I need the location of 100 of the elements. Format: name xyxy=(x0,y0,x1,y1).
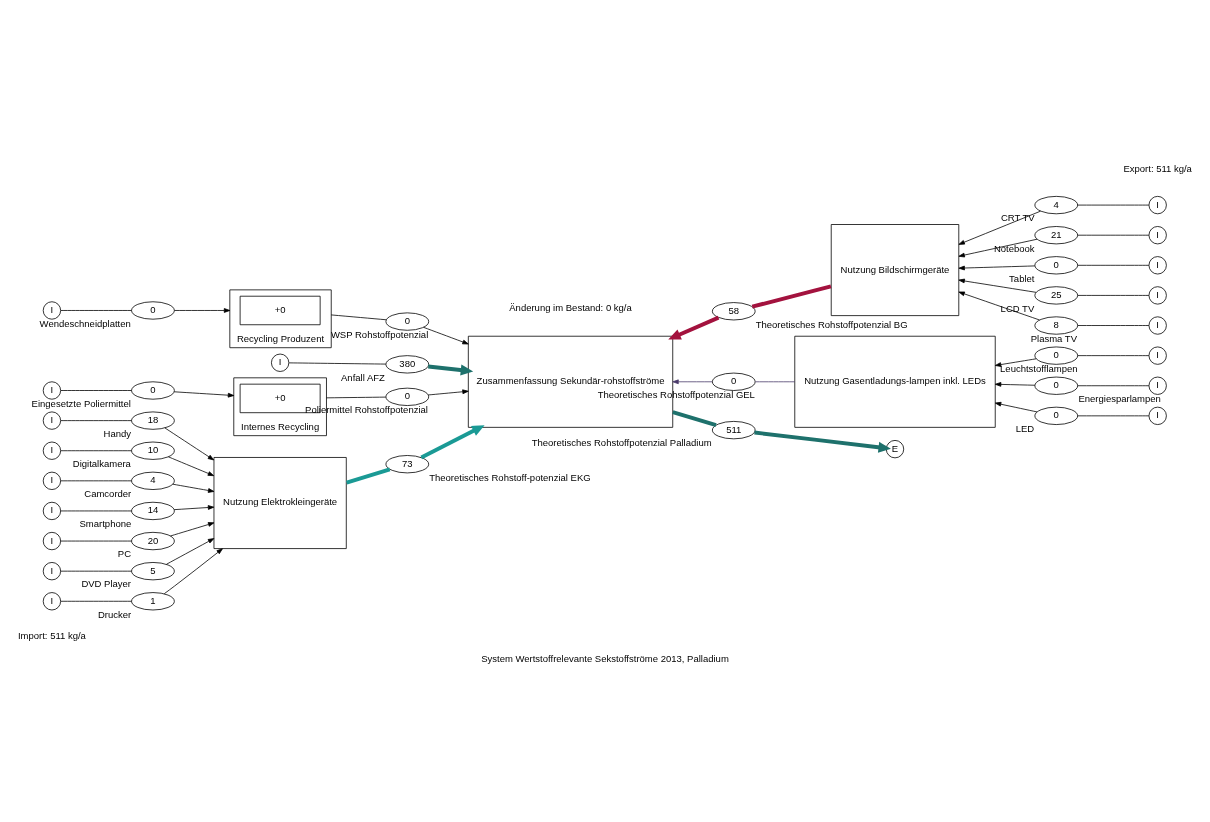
node-label: Notebook xyxy=(993,242,1035,254)
connector xyxy=(60,419,132,421)
arrow xyxy=(168,455,215,476)
connector xyxy=(288,361,387,364)
arrow xyxy=(958,210,1041,245)
node-ellipse: 14 xyxy=(131,501,175,520)
node-circle: I xyxy=(1148,315,1167,335)
node-label: DVD Player xyxy=(81,577,132,589)
node-label: LED xyxy=(1015,422,1035,434)
label: Export: 511 kg/a xyxy=(1123,162,1192,174)
arrow xyxy=(420,424,485,459)
label: Änderung im Bestand: 0 kg/a xyxy=(509,301,632,313)
connector xyxy=(60,449,132,451)
node-label: Wendeschneidplatten xyxy=(39,317,131,329)
node-circle: I xyxy=(1148,346,1167,365)
node-ellipse: 0 xyxy=(1034,255,1079,274)
node-ellipse: 10 xyxy=(131,441,175,460)
arrow xyxy=(958,238,1038,257)
node-label: Theoretisches Rohstoff-potenzial EKG xyxy=(429,471,591,483)
node-ellipse: 1 xyxy=(131,591,175,610)
connector xyxy=(60,600,132,602)
connector xyxy=(1077,324,1150,326)
connector xyxy=(60,540,132,541)
arrow xyxy=(170,521,215,536)
node-ellipse: 20 xyxy=(131,531,175,550)
node-label: Theoretisches Rohstoffpotenzial Palladium xyxy=(531,436,712,448)
connector xyxy=(1077,294,1150,296)
node-circle: I xyxy=(271,353,290,372)
connector xyxy=(60,510,132,511)
arrow xyxy=(423,326,469,344)
arrow xyxy=(166,537,215,565)
node-label: CRT TV xyxy=(1000,211,1035,223)
arrow xyxy=(428,364,474,375)
arrow xyxy=(174,307,231,313)
node-ellipse: 21 xyxy=(1034,225,1079,244)
node-label: PC xyxy=(117,547,132,559)
node-circle: I xyxy=(42,300,62,320)
node-circle: I xyxy=(1148,255,1167,274)
node-circle: I xyxy=(42,501,62,520)
node-ellipse: 511 xyxy=(711,420,756,439)
node-circle: I xyxy=(1148,285,1167,305)
arrow xyxy=(163,547,223,594)
connector xyxy=(1077,384,1150,386)
arrow xyxy=(173,504,215,510)
connector xyxy=(1077,354,1150,356)
node-ellipse: 0 xyxy=(131,380,175,400)
arrow xyxy=(164,427,215,460)
node-circle: I xyxy=(42,411,62,430)
node-ellipse: 18 xyxy=(131,411,175,430)
node-ellipse: 58 xyxy=(711,301,756,320)
node-circle: I xyxy=(42,441,62,460)
connector xyxy=(751,284,832,309)
node-ellipse: 380 xyxy=(385,354,430,373)
node-label: Plasma TV xyxy=(1030,332,1078,344)
node-label: Digitalkamera xyxy=(72,457,131,469)
arrow xyxy=(668,315,720,339)
node-label: Eingesetzte Poliermittel xyxy=(31,397,131,409)
node-ellipse: 73 xyxy=(385,454,430,473)
label: Import: 511 kg/a xyxy=(17,629,86,641)
connector xyxy=(60,570,132,572)
node-label: Drucker xyxy=(97,608,132,620)
arrow xyxy=(994,357,1037,367)
connector xyxy=(326,396,387,398)
arrow xyxy=(958,278,1037,293)
caption: System Wertstoffrelevante Sekstoffströme 2013, Palladium xyxy=(481,652,729,664)
node-box: +0 xyxy=(239,295,321,325)
node-ellipse: 8 xyxy=(1034,315,1079,335)
node-label: Theoretisches Rohstoffpotenzial BG xyxy=(755,318,908,330)
node-circle: I xyxy=(1148,376,1167,395)
arrow xyxy=(672,378,713,384)
node-circle: I xyxy=(42,531,62,550)
node-ellipse: 0 xyxy=(1034,406,1079,425)
connector xyxy=(672,409,717,427)
node-ellipse: 5 xyxy=(131,561,175,580)
node-box: Nutzung Gasentladungs-lampen inkl. LEDs xyxy=(794,335,996,428)
node-label: Anfall AFZ xyxy=(341,371,385,383)
node-circle: I xyxy=(1148,195,1167,214)
node-ellipse: 0 xyxy=(385,311,430,331)
node-circle: I xyxy=(1148,225,1167,244)
arrow xyxy=(958,265,1036,270)
node-circle: I xyxy=(42,591,62,610)
node-label: Energiesparlampen xyxy=(1078,392,1161,404)
node-ellipse: 0 xyxy=(1034,376,1079,395)
connector xyxy=(1077,414,1150,416)
connector xyxy=(755,380,796,382)
arrow xyxy=(427,388,469,395)
node-label: Leuchtstofflampen xyxy=(1000,362,1078,374)
arrow xyxy=(994,381,1036,387)
connector xyxy=(1077,234,1150,236)
connector xyxy=(60,389,132,391)
node-ellipse: 0 xyxy=(385,387,430,406)
node-ellipse: 0 xyxy=(1034,346,1079,365)
node-ellipse: 0 xyxy=(131,300,175,320)
connector xyxy=(1077,204,1150,205)
node-label: Camcorder xyxy=(84,487,132,499)
connector xyxy=(346,466,391,485)
node-circle: E xyxy=(885,439,905,458)
connector xyxy=(1077,264,1150,266)
node-circle: I xyxy=(42,471,62,490)
node-label: Handy xyxy=(103,427,132,439)
